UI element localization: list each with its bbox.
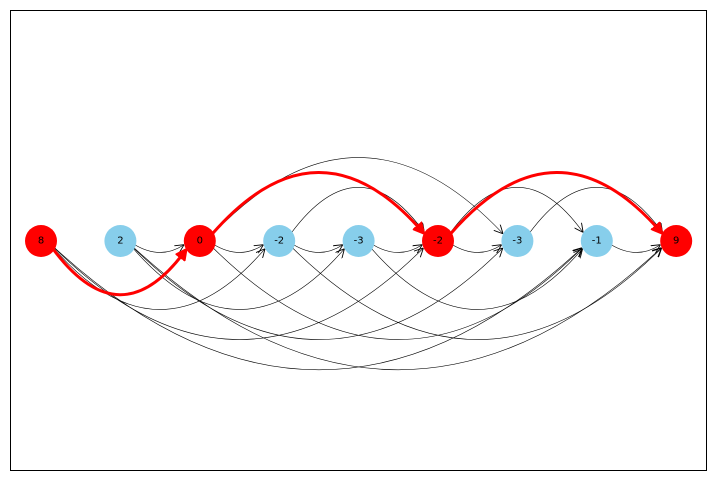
- graph-node: 9: [660, 225, 693, 257]
- graph-node: -2: [422, 225, 454, 257]
- edge: [370, 247, 582, 310]
- edge: [53, 246, 581, 371]
- node-label: 9: [673, 236, 679, 247]
- edge: [212, 248, 582, 340]
- edge: [529, 187, 662, 234]
- edge: [372, 245, 422, 253]
- node-label: -2: [433, 236, 443, 247]
- node-label: 0: [197, 236, 203, 247]
- node-circle: [422, 225, 454, 257]
- node-label: 2: [117, 236, 123, 247]
- edge: [290, 187, 424, 234]
- node-circle: [25, 225, 57, 257]
- graph-node: -2: [263, 225, 296, 257]
- node-circle: [104, 225, 137, 257]
- edge: [132, 247, 344, 310]
- edge: [213, 245, 263, 253]
- highlight-edge: [449, 171, 662, 234]
- edge: [133, 246, 660, 371]
- edge: [134, 245, 183, 253]
- highlight-edge: [211, 171, 423, 234]
- node-circle: [501, 225, 534, 257]
- graph-node: 2: [104, 225, 137, 257]
- node-circle: [660, 225, 693, 257]
- edge: [610, 245, 660, 253]
- edges-normal-group: [53, 157, 663, 371]
- graph-node: 8: [25, 225, 57, 257]
- node-circle: [342, 225, 375, 257]
- node-circle: [183, 225, 216, 257]
- node-label: -3: [512, 236, 522, 247]
- graph-node: -1: [580, 225, 613, 257]
- node-circle: [263, 225, 296, 257]
- graph-node: 0: [183, 225, 216, 257]
- node-label: -2: [274, 236, 284, 247]
- edge: [53, 247, 265, 310]
- nodes-group: 8 2 0 -2 -3 -2 -3 -1 9: [25, 225, 693, 257]
- graph-node: -3: [501, 225, 534, 257]
- node-circle: [580, 225, 613, 257]
- edge: [212, 157, 503, 235]
- edge: [451, 245, 501, 253]
- edge: [291, 248, 661, 340]
- edges-highlight-group: [51, 171, 662, 297]
- edge: [133, 248, 502, 340]
- node-label: -3: [354, 236, 364, 247]
- highlight-edge: [51, 249, 186, 297]
- edge: [293, 245, 342, 253]
- node-label: 8: [38, 236, 44, 247]
- edge: [449, 187, 583, 234]
- node-label: -1: [592, 236, 602, 247]
- plot-frame: [10, 10, 707, 471]
- graph-node: -3: [342, 225, 375, 257]
